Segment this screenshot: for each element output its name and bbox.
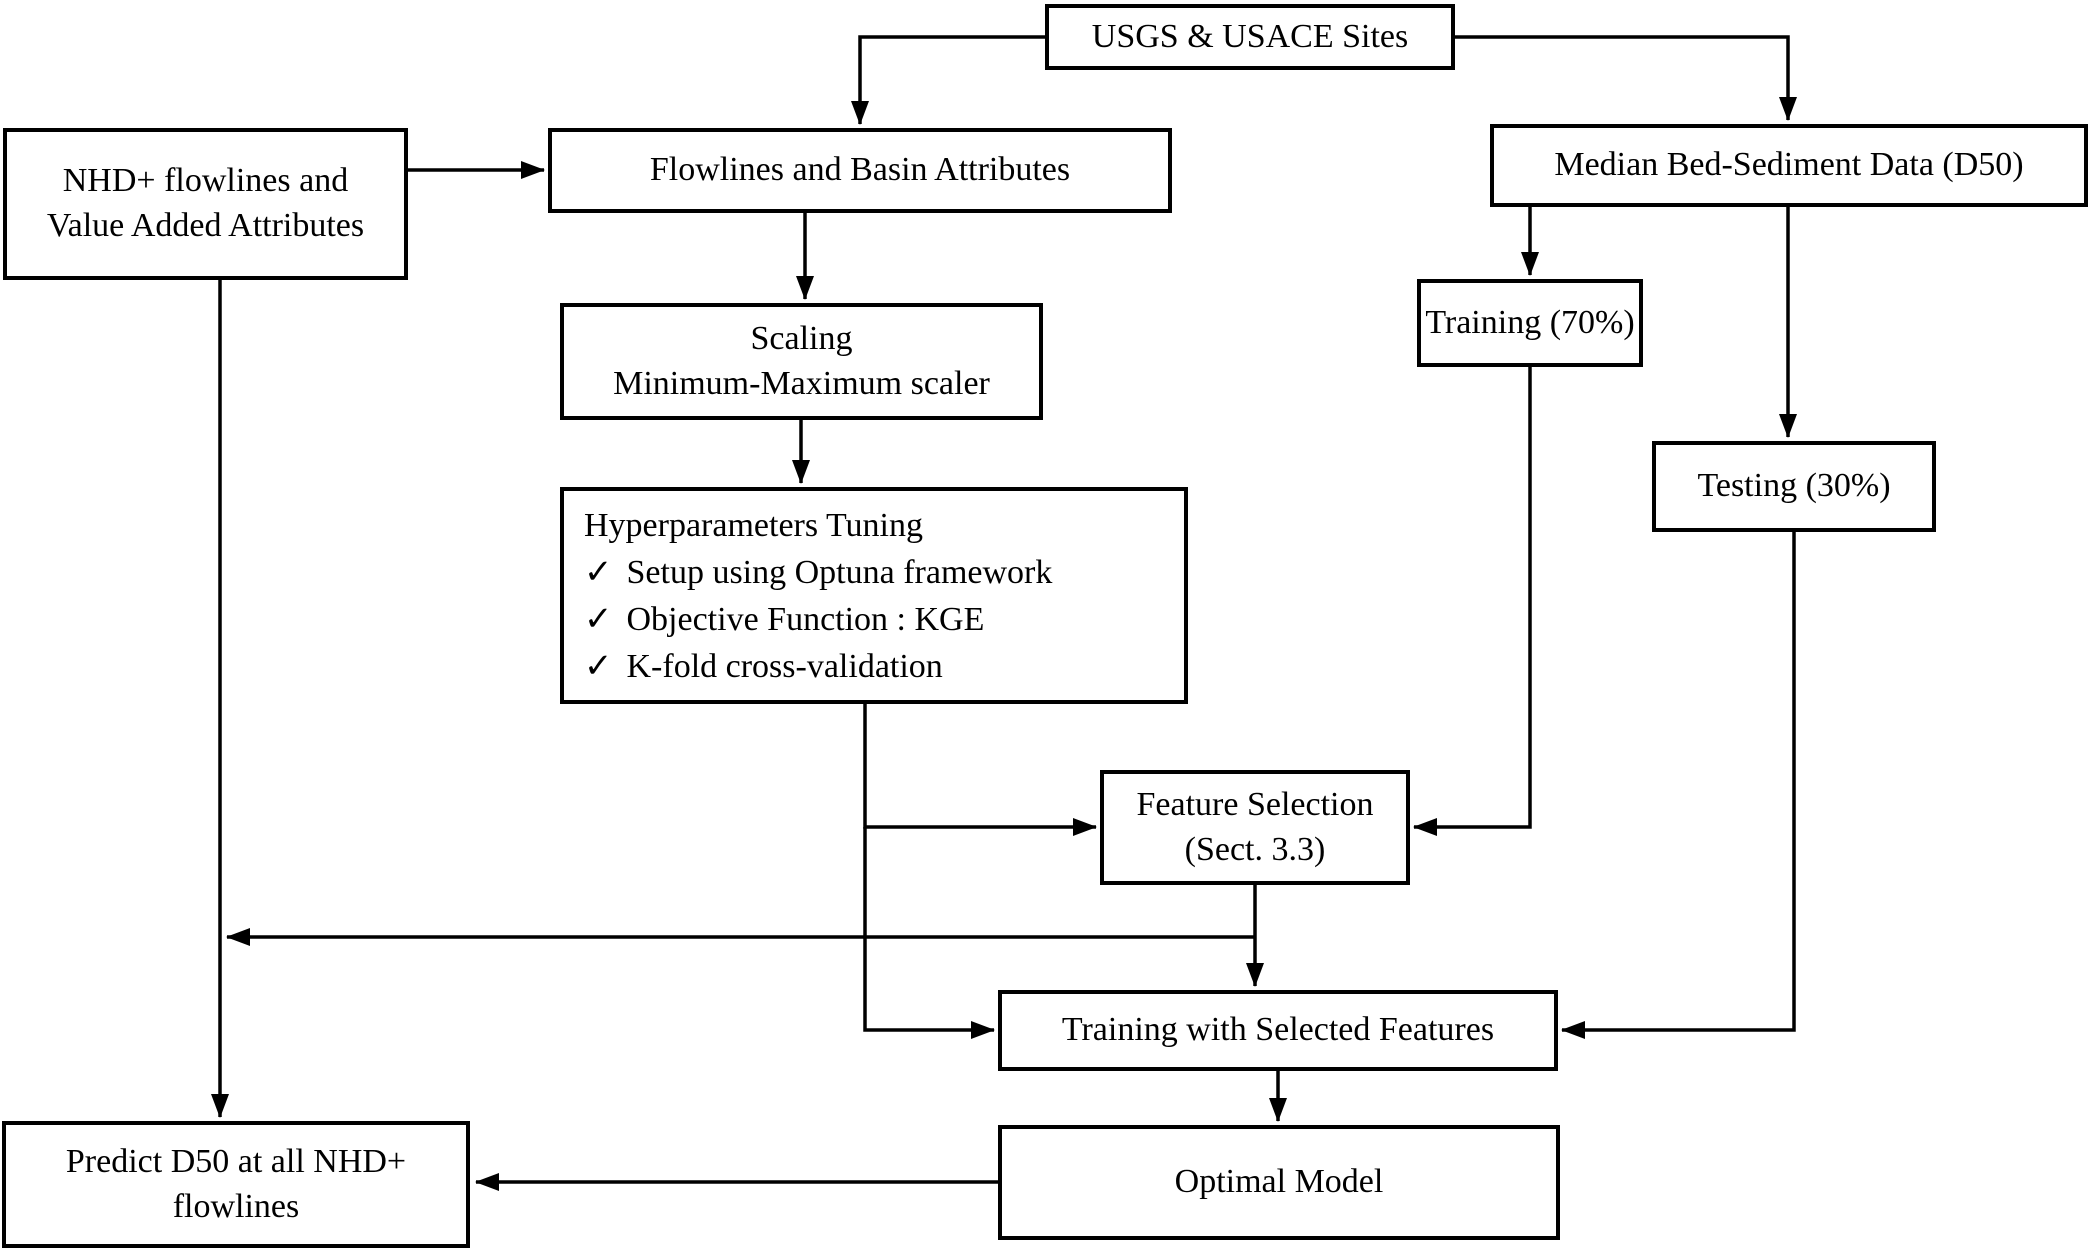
node-feature-selection: Feature Selection (Sect. 3.3) — [1100, 770, 1410, 885]
check-icon: ✓ — [584, 647, 613, 685]
node-usgs-usace-sites: USGS & USACE Sites — [1045, 4, 1455, 70]
connector-usgs-to-median — [1455, 35, 1797, 121]
connector-training-to-feature-selection — [1413, 367, 1532, 836]
hyperparameters-item-label: Objective Function : KGE — [626, 600, 985, 638]
node-flowlines-basin-attributes: Flowlines and Basin Attributes — [548, 128, 1172, 213]
connector-testing-to-training-selected — [1561, 532, 1796, 1039]
node-predict-d50: Predict D50 at all NHD+ flowlines — [2, 1121, 470, 1248]
hyperparameters-item-label: Setup using Optuna framework — [626, 553, 1053, 591]
check-icon: ✓ — [584, 553, 613, 591]
hyperparameters-item: ✓ K-fold cross-validation — [584, 643, 943, 690]
hyperparameters-title: Hyperparameters Tuning — [584, 506, 924, 544]
node-nhd-flowlines: NHD+ flowlines and Value Added Attribute… — [3, 128, 408, 280]
check-icon: ✓ — [584, 600, 613, 638]
node-training-selected-features: Training with Selected Features — [998, 990, 1558, 1071]
hyperparameters-item: ✓ Objective Function : KGE — [584, 596, 984, 643]
node-optimal-model: Optimal Model — [998, 1125, 1560, 1240]
connector-usgs-to-flowlines — [851, 35, 1045, 125]
node-median-bed-sediment: Median Bed-Sediment Data (D50) — [1490, 124, 2088, 207]
node-scaling: Scaling Minimum-Maximum scaler — [560, 303, 1043, 420]
node-hyperparameters-tuning: Hyperparameters Tuning ✓ Setup using Opt… — [560, 487, 1188, 704]
connector-hyperparameters-to-feature-selection — [863, 704, 1097, 836]
hyperparameters-item: ✓ Setup using Optuna framework — [584, 549, 1052, 596]
node-training-70: Training (70%) — [1417, 279, 1643, 367]
hyperparameters-item-label: K-fold cross-validation — [626, 647, 943, 685]
node-testing-30: Testing (30%) — [1652, 441, 1936, 532]
connector-hyperparameters-to-training-selected — [863, 827, 995, 1039]
